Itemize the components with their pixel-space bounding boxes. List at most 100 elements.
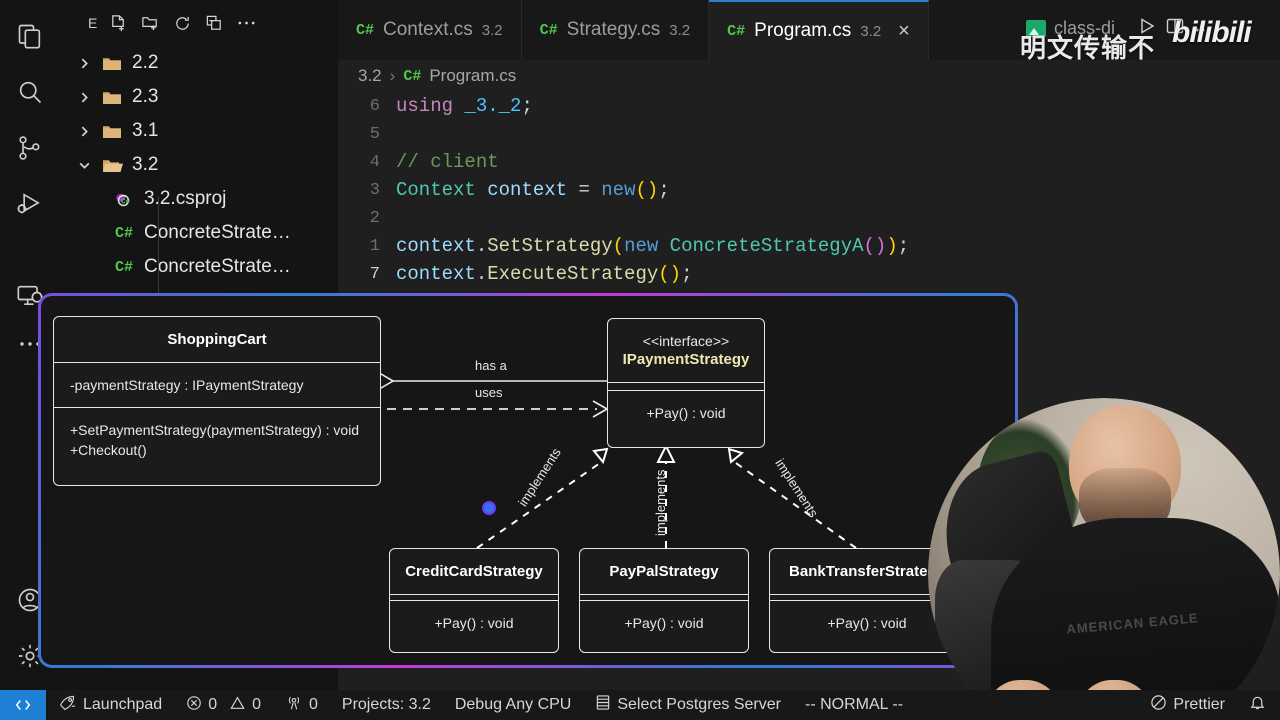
class-operation: +Checkout() xyxy=(70,442,147,459)
line-number: 2 xyxy=(369,208,380,228)
refresh-icon[interactable] xyxy=(171,12,193,34)
bell-icon xyxy=(1249,694,1266,716)
interface-operation: +Pay() : void xyxy=(646,405,726,421)
status-launchpad[interactable]: Launchpad xyxy=(46,690,174,720)
tree-item-label: 3.2 xyxy=(132,154,159,175)
remote-window-icon[interactable] xyxy=(0,690,46,720)
interface-name: IPaymentStrategy xyxy=(622,351,750,368)
tree-item-3.2[interactable]: 3.2 xyxy=(60,148,338,182)
status-problems[interactable]: 0 0 xyxy=(174,690,273,720)
relation-label-uses: uses xyxy=(475,385,503,400)
tree-item-concretestrate[interactable]: C# ConcreteStrate… xyxy=(60,250,338,284)
source-control-icon[interactable] xyxy=(0,120,60,176)
run-icon[interactable] xyxy=(1137,16,1157,41)
webcam-overlay: AMERICAN EAGLE xyxy=(928,398,1280,720)
explorer-more-icon[interactable] xyxy=(235,12,257,34)
class-attribute: -paymentStrategy : IPaymentStrategy xyxy=(70,377,304,393)
new-file-icon[interactable] xyxy=(107,12,129,34)
line-number: 1 xyxy=(369,236,380,256)
csharp-file-icon: C# xyxy=(539,21,558,39)
status-projects[interactable]: Projects: 3.2 xyxy=(330,690,443,720)
status-ports[interactable]: 0 xyxy=(273,690,330,720)
code-line[interactable]: 6 using _3._2; xyxy=(338,92,1280,120)
csharp-file-icon: C# xyxy=(356,21,375,39)
explorer-title: E xyxy=(88,15,98,31)
close-icon[interactable]: × xyxy=(898,19,910,42)
line-number: 5 xyxy=(369,124,380,144)
class-diagram-overlay: ShoppingCart -paymentStrategy : IPayment… xyxy=(38,293,1018,668)
class-operation: +Pay() : void xyxy=(434,615,514,631)
chevron-right-icon[interactable] xyxy=(72,57,96,70)
breadcrumb-file[interactable]: Program.cs xyxy=(429,66,517,85)
tab-label: Strategy.cs xyxy=(566,19,661,40)
line-number: 7 xyxy=(369,264,380,284)
uml-class-creditcardstrategy[interactable]: CreditCardStrategy +Pay() : void xyxy=(389,548,559,653)
uml-class-shopping-cart[interactable]: ShoppingCart -paymentStrategy : IPayment… xyxy=(53,316,381,486)
search-icon[interactable] xyxy=(0,64,60,120)
svg-text:C#: C# xyxy=(121,199,131,207)
tree-item-concretestrate[interactable]: C#ConcreteStrate… xyxy=(60,216,338,250)
code-line[interactable]: 2 xyxy=(338,204,1280,232)
class-title: CreditCardStrategy xyxy=(405,563,543,580)
folder-open-icon xyxy=(96,157,128,174)
chevron-right-icon[interactable] xyxy=(72,91,96,104)
status-prettier[interactable]: Prettier xyxy=(1138,690,1237,720)
code-line[interactable]: 4// client xyxy=(338,148,1280,176)
uml-interface-ipaymentstrategy[interactable]: <<interface>> IPaymentStrategy +Pay() : … xyxy=(607,318,765,448)
class-title: BankTransferStrategy xyxy=(789,563,945,580)
line-text: using _3._2; xyxy=(396,95,533,117)
error-count: 0 xyxy=(208,696,218,713)
breadcrumb-project[interactable]: 3.2 xyxy=(358,66,382,85)
tab-sublabel: 3.2 xyxy=(481,21,503,39)
tree-item-3.2.csproj[interactable]: C#3.2.csproj xyxy=(60,182,338,216)
tab-strategy-cs[interactable]: C# Strategy.cs 3.2 xyxy=(521,0,710,60)
uml-class-paypalstrategy[interactable]: PayPalStrategy +Pay() : void xyxy=(579,548,749,653)
tree-item-3.1[interactable]: 3.1 xyxy=(60,114,338,148)
status-ports-label: 0 xyxy=(309,696,318,713)
explorer-icon[interactable] xyxy=(0,8,60,64)
class-operation: +Pay() : void xyxy=(827,615,907,631)
folder-icon xyxy=(96,89,128,106)
tree-item-2.2[interactable]: 2.2 xyxy=(60,46,338,80)
chevron-down-icon[interactable] xyxy=(72,159,96,172)
status-postgres[interactable]: Select Postgres Server xyxy=(583,690,793,720)
interface-title: <<interface>> IPaymentStrategy xyxy=(608,319,764,382)
relation-label-has-a: has a xyxy=(475,358,507,373)
rocket-icon xyxy=(58,694,77,716)
run-debug-icon[interactable] xyxy=(0,176,60,232)
tree-item-label: ConcreteStrate… xyxy=(144,222,291,243)
status-debug-config[interactable]: Debug Any CPU xyxy=(443,690,584,720)
tab-sublabel: 3.2 xyxy=(669,21,691,39)
status-notifications[interactable] xyxy=(1237,690,1280,720)
class-title: ShoppingCart xyxy=(167,331,267,348)
chevron-right-icon[interactable] xyxy=(72,125,96,138)
code-line[interactable]: 5 xyxy=(338,120,1280,148)
class-title: PayPalStrategy xyxy=(609,563,719,580)
tree-item-2.3[interactable]: 2.3 xyxy=(60,80,338,114)
line-number: 6 xyxy=(369,96,380,116)
radio-tower-icon xyxy=(285,695,303,716)
class-operation: +SetPaymentStrategy(paymentStrategy) : v… xyxy=(70,422,360,438)
breadcrumb[interactable]: 3.2 › C# Program.cs xyxy=(338,60,1280,92)
circle-slash-icon xyxy=(1150,694,1167,716)
collapse-folders-icon[interactable] xyxy=(203,12,225,34)
status-vim-mode[interactable]: -- NORMAL -- xyxy=(793,690,915,720)
tab-label: Program.cs xyxy=(754,20,852,41)
more-actions-icon[interactable] xyxy=(1193,18,1213,39)
status-bar: Launchpad 0 0 0 xyxy=(0,690,1280,720)
new-folder-icon[interactable] xyxy=(139,12,161,34)
image-tab[interactable]: class-di xyxy=(1026,16,1213,41)
csharp-badge: C# xyxy=(403,67,422,85)
split-editor-icon[interactable] xyxy=(1165,16,1185,41)
csharp-file-icon: C# xyxy=(114,258,133,276)
status-projects-label: Projects: 3.2 xyxy=(341,696,431,713)
csharp-file-icon: C# xyxy=(727,22,746,40)
breadcrumb-separator: › xyxy=(389,66,396,85)
tree-item-label: ConcreteStrate… xyxy=(144,256,291,277)
